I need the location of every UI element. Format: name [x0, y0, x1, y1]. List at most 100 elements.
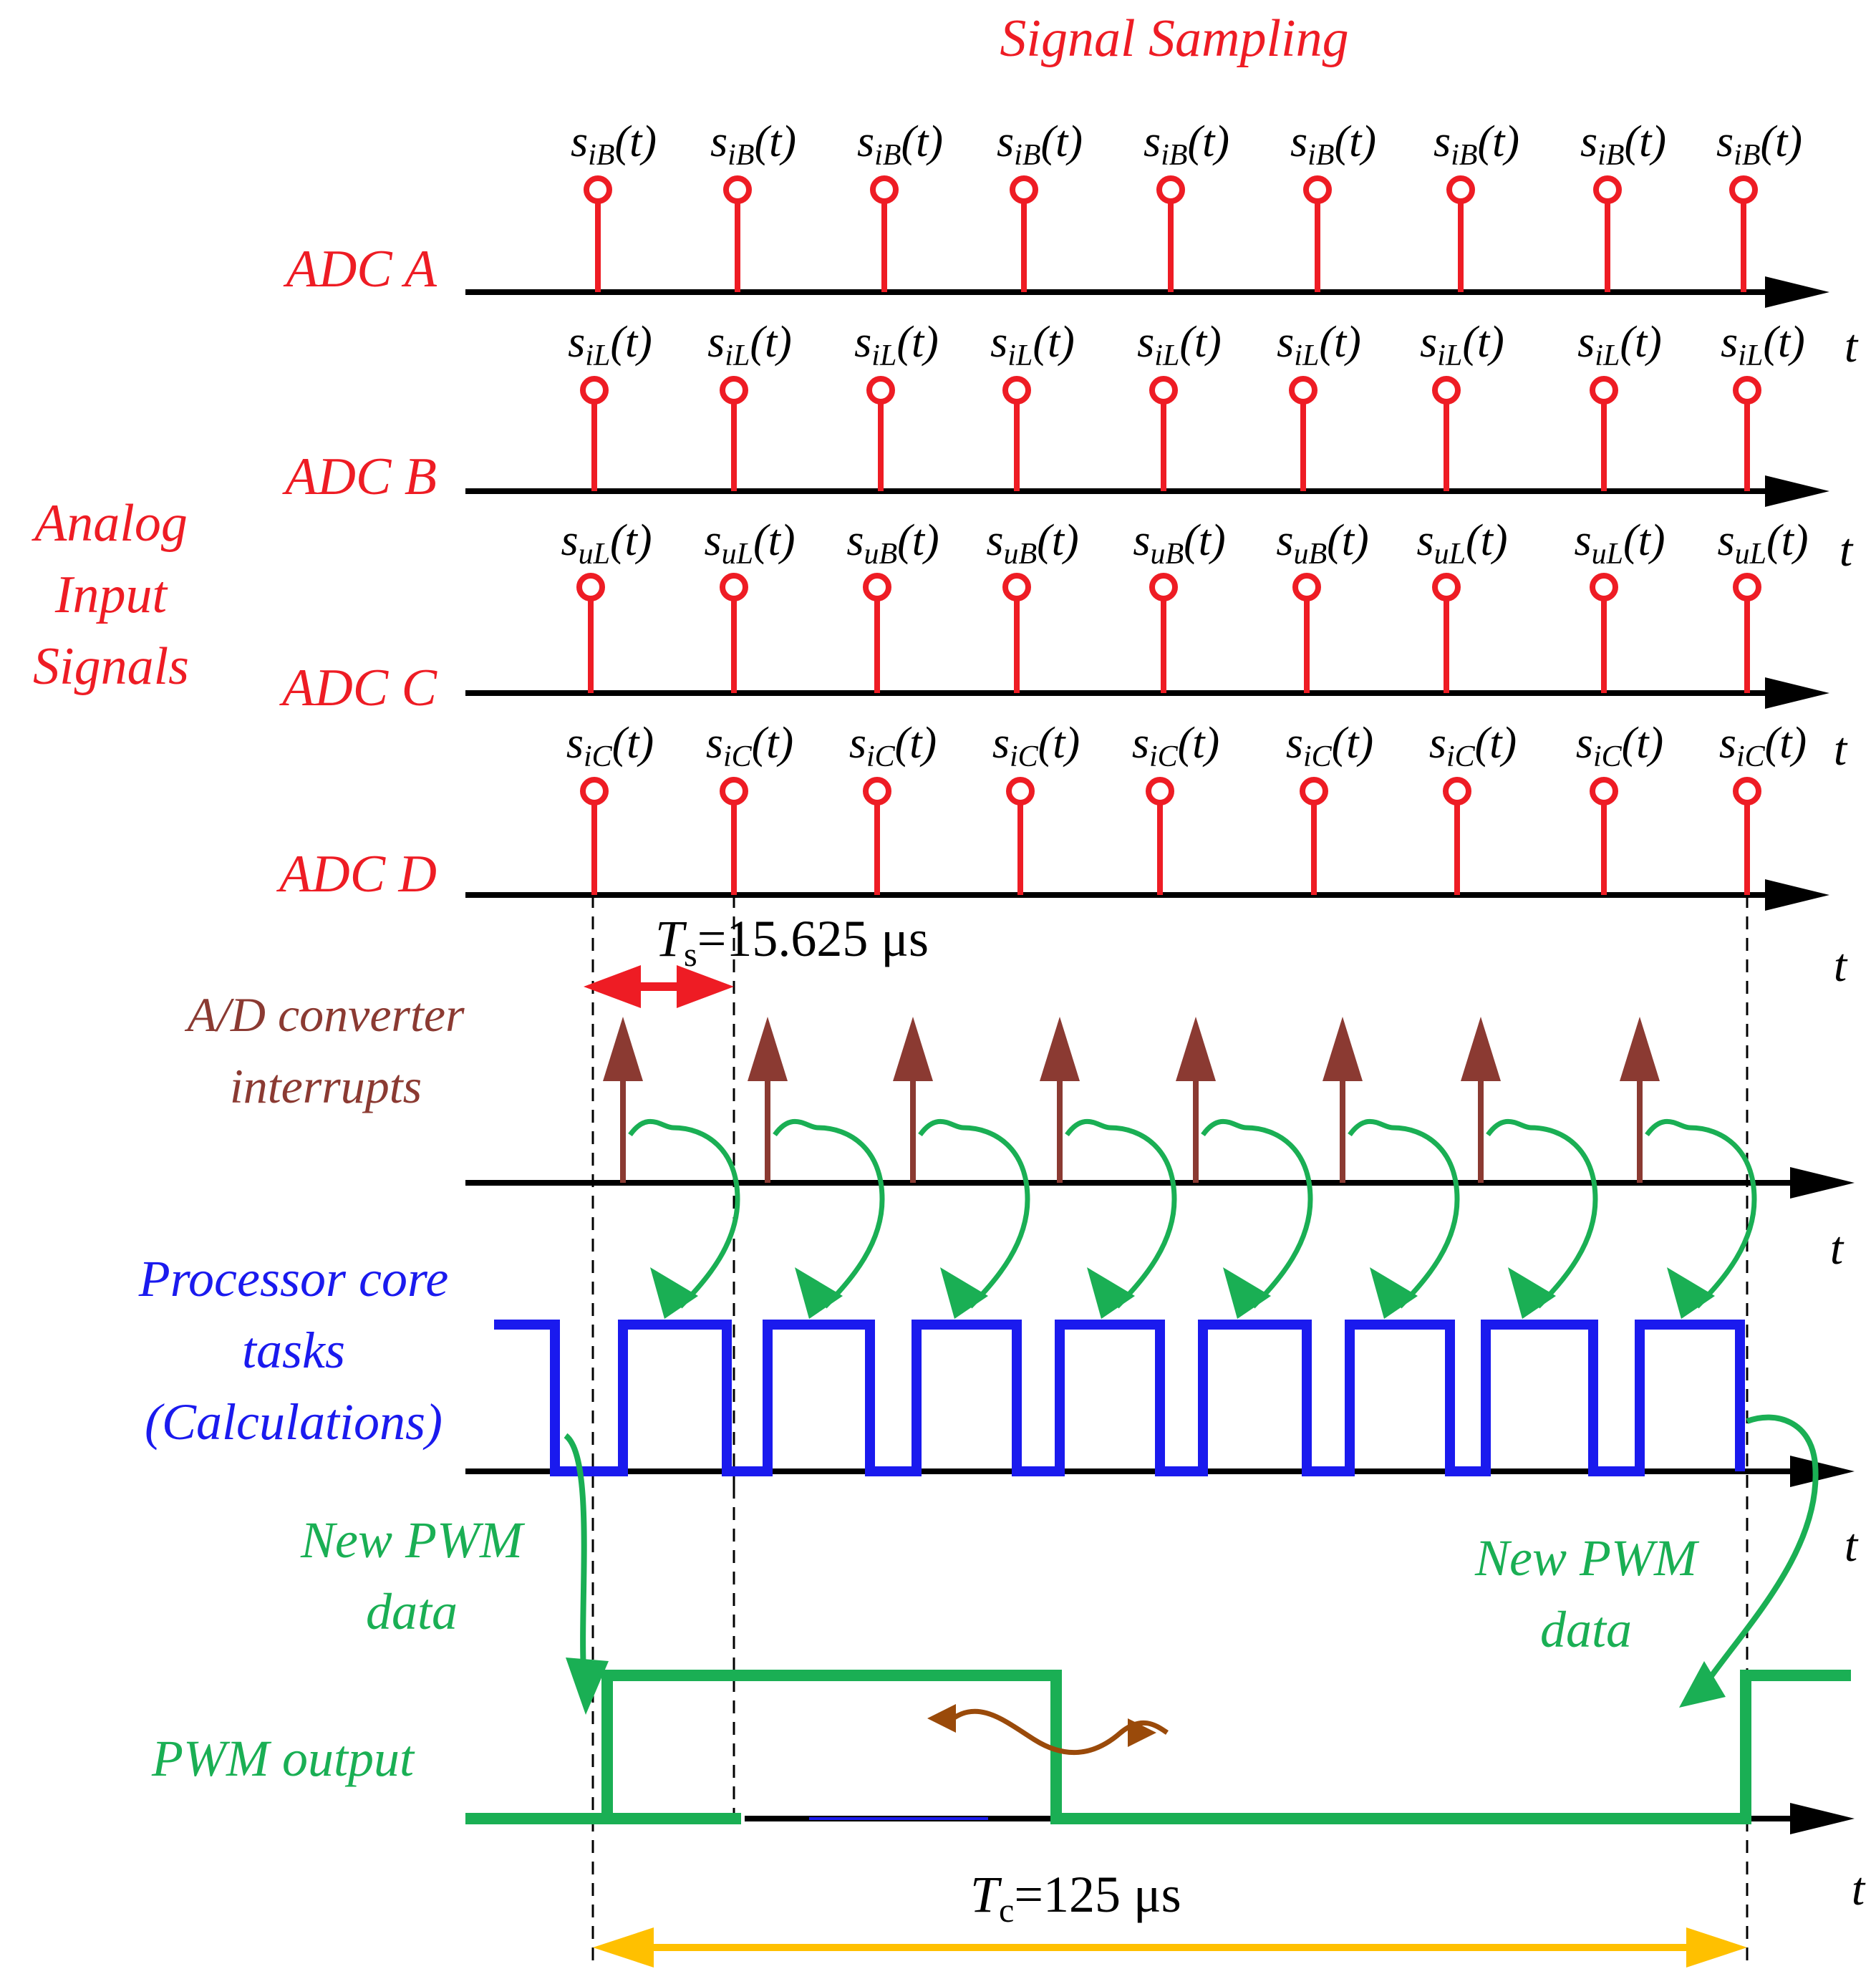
trigger-arrowhead	[1508, 1267, 1556, 1319]
sample-marker	[1300, 777, 1328, 805]
tc-arrow-right-head	[1686, 1927, 1747, 1968]
pwm-data-right-line-1: New PWM	[1474, 1529, 1700, 1587]
pwm-layer: t	[465, 1414, 1866, 1915]
interrupt-arrowhead	[603, 1017, 643, 1081]
pwm-data-left-arrowhead	[566, 1658, 609, 1715]
ts-arrow-right-head	[677, 965, 734, 1008]
sample-marker	[1446, 175, 1475, 204]
sample-marker	[720, 777, 748, 805]
sample-label: siB(t)	[1144, 117, 1229, 172]
sample-marker	[1292, 573, 1321, 601]
reference-dashed-lines	[591, 895, 1749, 1969]
sample-marker	[1010, 175, 1038, 204]
proc-label-line-2: tasks	[242, 1322, 345, 1379]
trigger-arrowhead	[795, 1267, 843, 1319]
duty-variation-wave	[947, 1708, 1169, 1756]
adc-axis-arrowhead	[1765, 276, 1829, 308]
pwm-data-right-line-2: data	[1540, 1601, 1632, 1658]
trigger-connector	[1348, 1118, 1460, 1309]
sample-marker	[584, 175, 612, 204]
sample-label: siB(t)	[997, 117, 1083, 172]
sample-marker	[1146, 777, 1174, 805]
adc-row-a: ADC AtsiB(t)siB(t)siB(t)siB(t)siB(t)siB(…	[283, 117, 1859, 372]
pwm-axis-arrowhead	[1790, 1803, 1855, 1834]
ts-arrow-left-head	[584, 965, 641, 1008]
interrupt-arrowhead	[1323, 1017, 1363, 1081]
trigger-connector	[773, 1118, 885, 1309]
interrupt-layer: t	[465, 1017, 1855, 1319]
diagram-title: Signal Sampling	[1000, 9, 1348, 68]
sample-marker	[723, 175, 752, 204]
interrupt-axis-arrowhead	[1790, 1167, 1855, 1199]
sample-label: suL(t)	[1717, 516, 1808, 571]
sample-label: suL(t)	[561, 516, 652, 571]
duty-variation-indicator	[927, 1704, 1169, 1756]
tc-symbol: T	[970, 1866, 1002, 1923]
sample-label: siL(t)	[854, 318, 939, 372]
sample-marker	[863, 777, 891, 805]
sample-label: suB(t)	[1276, 516, 1368, 571]
sample-marker	[870, 175, 899, 204]
sample-label: siL(t)	[1137, 318, 1222, 372]
interrupt-arrowhead	[1176, 1017, 1216, 1081]
adc-row-label: ADC A	[283, 240, 437, 299]
tc-label: Tc=125 μs	[970, 1866, 1181, 1930]
pwm-output-waveform	[465, 1670, 1851, 1824]
trigger-connector	[628, 1118, 740, 1309]
tc-value: =125 μs	[1014, 1866, 1181, 1923]
tc-arrow-left-head	[593, 1927, 654, 1968]
ad-interrupts-label: A/D converter interrupts	[184, 987, 465, 1113]
sample-label: siC(t)	[1132, 719, 1219, 773]
sample-marker	[1432, 376, 1461, 405]
trigger-arrowhead	[1087, 1267, 1135, 1319]
time-axis-label: t	[1852, 1863, 1866, 1915]
trigger-connector	[1486, 1118, 1598, 1309]
trigger-connector	[918, 1118, 1030, 1309]
sample-marker	[1733, 376, 1761, 405]
adc-row-label: ADC D	[276, 845, 437, 904]
sample-marker	[1156, 175, 1185, 204]
trigger-arrowhead	[650, 1267, 698, 1319]
pwm-data-left-line-1: New PWM	[300, 1511, 526, 1569]
analog-label-line-1: Analog	[31, 494, 188, 553]
ts-value: =15.625 μs	[697, 910, 929, 967]
adc-row-label: ADC C	[279, 659, 438, 717]
adc-row-c: ADC CtsuL(t)suL(t)suB(t)suB(t)suB(t)suB(…	[279, 516, 1848, 775]
interrupt-arrow	[603, 1017, 740, 1319]
tc-dimension: Tc=125 μs	[593, 1866, 1747, 1968]
sample-marker	[866, 376, 895, 405]
pwm-output-label: PWM output	[151, 1730, 415, 1787]
sample-label: suL(t)	[1416, 516, 1507, 571]
proc-label-line-3: (Calculations)	[145, 1393, 443, 1451]
ad-label-line-1: A/D converter	[184, 987, 465, 1042]
sample-marker	[720, 573, 748, 601]
sample-label: suB(t)	[846, 516, 939, 571]
ts-label: Ts=15.625 μs	[655, 910, 929, 974]
pwm-data-right-arrowhead	[1679, 1661, 1726, 1708]
analog-label-line-2: Input	[54, 566, 169, 624]
duty-variation-left-head	[927, 1704, 956, 1733]
interrupt-arrow	[1176, 1017, 1313, 1319]
sample-label: siC(t)	[1576, 719, 1663, 773]
sample-marker	[1733, 777, 1761, 805]
time-axis-label: t	[1844, 1519, 1859, 1572]
duty-variation-right-head	[1128, 1718, 1156, 1747]
sample-label: siL(t)	[707, 318, 792, 372]
sample-label: suB(t)	[986, 516, 1078, 571]
analog-input-signals-label: Analog Input Signals	[31, 494, 189, 696]
interrupt-arrowhead	[1620, 1017, 1660, 1081]
sample-label: siL(t)	[1577, 318, 1662, 372]
sample-marker	[580, 777, 609, 805]
sample-label: siB(t)	[1716, 117, 1802, 172]
interrupt-arrow	[748, 1017, 885, 1319]
interrupt-arrow	[1040, 1017, 1177, 1319]
sample-marker	[1303, 175, 1332, 204]
adc-row-d: ADC DtsiC(t)siC(t)siC(t)siC(t)siC(t)siC(…	[276, 719, 1848, 992]
interrupt-arrowhead	[893, 1017, 933, 1081]
sample-label: siL(t)	[1721, 318, 1805, 372]
sample-marker	[1002, 376, 1031, 405]
tc-subscript: c	[999, 1892, 1014, 1930]
sample-label: siB(t)	[1433, 117, 1519, 172]
trigger-arrowhead	[1667, 1267, 1715, 1319]
